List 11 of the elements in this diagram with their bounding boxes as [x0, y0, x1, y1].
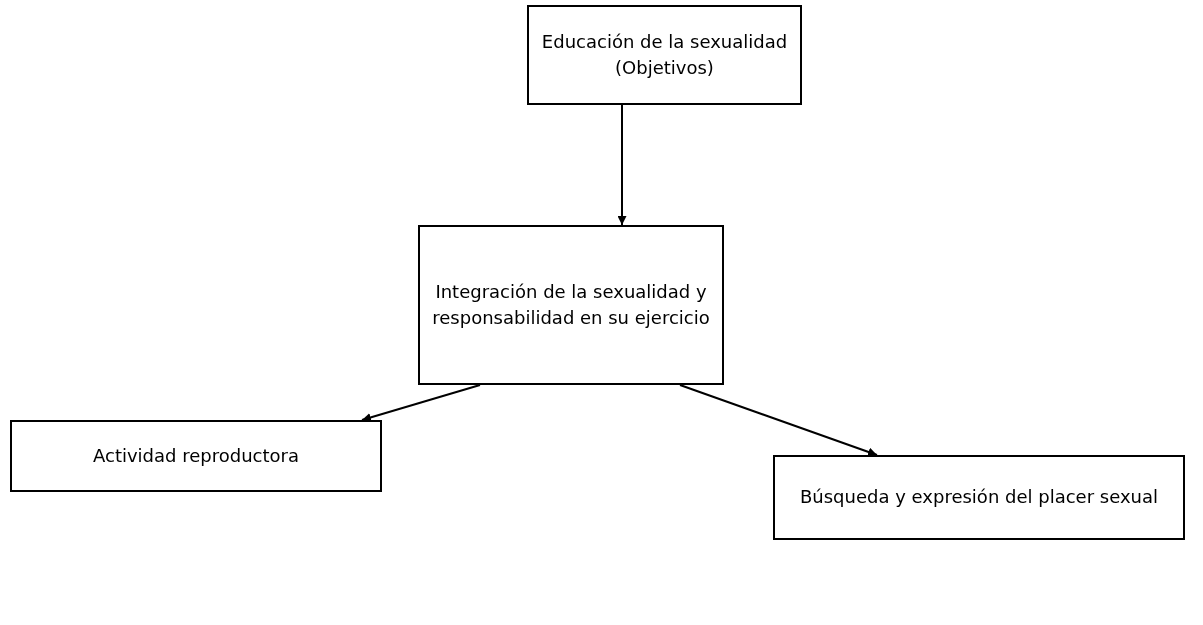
process-box [527, 5, 802, 105]
process-box [773, 455, 1185, 540]
box-label: Búsqueda y expresión del placer sexual [800, 485, 1158, 510]
box-label: Integración de la sexualidad y responsabilidad en su ejercicio [431, 279, 711, 330]
box-label: Educación de la sexualidad (Objetivos) [540, 29, 789, 80]
process-box [418, 225, 724, 385]
arrow [617, 104, 627, 226]
arrow [361, 384, 481, 422]
process-box [10, 420, 382, 492]
box-label: Actividad reproductora [93, 443, 299, 468]
arrow [679, 384, 878, 457]
